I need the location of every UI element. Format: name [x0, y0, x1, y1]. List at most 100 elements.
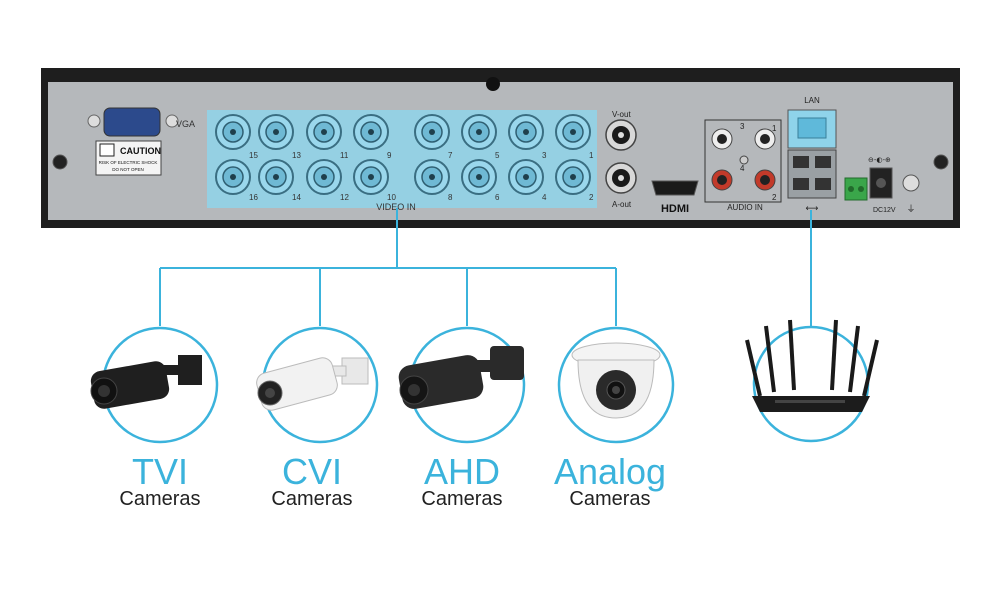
audio-in-port-1[interactable] [754, 128, 776, 150]
dc-polarity-icon: ⊖-◐-⊕ [868, 156, 891, 164]
audio-in-port-4[interactable] [711, 169, 733, 191]
usb-port-3[interactable] [793, 178, 809, 190]
audio-in-port-2[interactable] [754, 169, 776, 191]
bnc-pin [230, 129, 236, 135]
warning-icon [99, 143, 115, 157]
dome-camera-white-icon [571, 342, 661, 419]
bnc-port[interactable] [306, 159, 342, 195]
audio-number-3: 3 [740, 122, 745, 131]
bnc-port-number: 9 [387, 151, 392, 160]
bnc-pin [476, 129, 482, 135]
lan-label: LAN [804, 96, 820, 105]
bnc-port[interactable] [353, 159, 389, 195]
bnc-port[interactable] [258, 159, 294, 195]
camera-cvi [256, 326, 379, 444]
router-icon [745, 319, 879, 412]
router [745, 319, 879, 443]
caution-title: CAUTION [120, 146, 161, 156]
bnc-port-number: 4 [542, 193, 547, 202]
bnc-port[interactable] [461, 159, 497, 195]
a-out-port[interactable] [605, 162, 637, 194]
bnc-pin [368, 129, 374, 135]
camera-caption-tvi: Cameras [119, 488, 201, 510]
bnc-port[interactable] [508, 159, 544, 195]
bnc-port[interactable] [414, 114, 450, 150]
camera-analog [557, 326, 675, 444]
bnc-port[interactable] [258, 114, 294, 150]
bnc-port-number: 7 [448, 151, 453, 160]
bnc-port-number: 14 [292, 193, 301, 202]
audio-in-block: 3 1 4 2 AUDIO IN [704, 119, 782, 212]
bnc-pin [570, 174, 576, 180]
v-out-port[interactable] [605, 119, 637, 151]
vga-label: VGA [176, 119, 195, 129]
vga-connector-icon [103, 107, 161, 137]
bnc-pin [570, 129, 576, 135]
ground-screw-icon [902, 174, 920, 192]
audio-screw-icon [739, 155, 749, 165]
a-out-label: A-out [612, 200, 632, 209]
hdmi-label: HDMI [661, 203, 689, 215]
bnc-port[interactable] [353, 114, 389, 150]
audio-in-port-3[interactable] [711, 128, 733, 150]
caution-line-1: RISK OF ELECTRIC SHOCK [99, 160, 158, 165]
bnc-port[interactable] [461, 114, 497, 150]
bnc-port-number: 11 [340, 151, 349, 160]
bnc-pin [321, 129, 327, 135]
bullet-camera-white-icon [256, 357, 369, 411]
bnc-port-number: 3 [542, 151, 547, 160]
bullet-camera-dark-icon [398, 346, 524, 409]
vga-port[interactable]: VGA [87, 107, 195, 137]
bnc-port-number: 5 [495, 151, 500, 160]
right-screw-icon [933, 154, 949, 170]
usb-symbol-icon: ⟷ [806, 204, 819, 214]
bnc-port-number: 1 [589, 151, 594, 160]
usb-port-2[interactable] [815, 156, 831, 168]
bnc-pin [368, 174, 374, 180]
caution-label: CAUTION RISK OF ELECTRIC SHOCK DO NOT OP… [95, 140, 162, 176]
camera-caption-ahd: Cameras [421, 488, 503, 510]
bnc-port[interactable] [555, 114, 591, 150]
connection-lines [159, 208, 812, 327]
camera-name-tvi: TVI [131, 451, 188, 492]
bnc-pin [523, 129, 529, 135]
terminal-block[interactable] [844, 177, 868, 201]
bnc-port[interactable] [215, 159, 251, 195]
ground-symbol-icon: ⏚ [906, 204, 915, 215]
camera-ahd [398, 326, 526, 444]
top-screw-icon [486, 77, 500, 91]
hdmi-port[interactable] [651, 180, 699, 196]
bnc-port-number: 13 [292, 151, 301, 160]
lan-socket-icon [797, 117, 827, 139]
bnc-port[interactable] [508, 114, 544, 150]
camera-caption-cvi: Cameras [271, 488, 353, 510]
left-screw-icon [52, 154, 68, 170]
camera-tvi [90, 326, 219, 444]
audio-number-2: 2 [772, 193, 777, 202]
camera-name-cvi: CVI [281, 451, 342, 492]
camera-name-ahd: AHD [423, 451, 500, 492]
caution-line-2: DO NOT OPEN [112, 167, 143, 172]
bnc-port[interactable] [306, 114, 342, 150]
v-out-label: V-out [612, 110, 631, 119]
bnc-port-number: 2 [589, 193, 594, 202]
bnc-pin [230, 174, 236, 180]
bnc-pin [523, 174, 529, 180]
bnc-port-number: 12 [340, 193, 349, 202]
bnc-pin [273, 174, 279, 180]
usb-port-1[interactable] [793, 156, 809, 168]
bnc-pin [429, 174, 435, 180]
usb-port-4[interactable] [815, 178, 831, 190]
bnc-pin [476, 174, 482, 180]
dvr-rear-panel: VGA CAUTION RISK OF ELECTRIC SHOCK DO NO… [41, 68, 960, 228]
bnc-port[interactable] [555, 159, 591, 195]
bnc-port[interactable] [414, 159, 450, 195]
bnc-port-number: 16 [249, 193, 258, 202]
bnc-port-number: 10 [387, 193, 396, 202]
camera-caption-analog: Cameras [569, 488, 651, 510]
dc-label: DC12V [873, 207, 896, 214]
bnc-pin [273, 129, 279, 135]
bnc-port[interactable] [215, 114, 251, 150]
